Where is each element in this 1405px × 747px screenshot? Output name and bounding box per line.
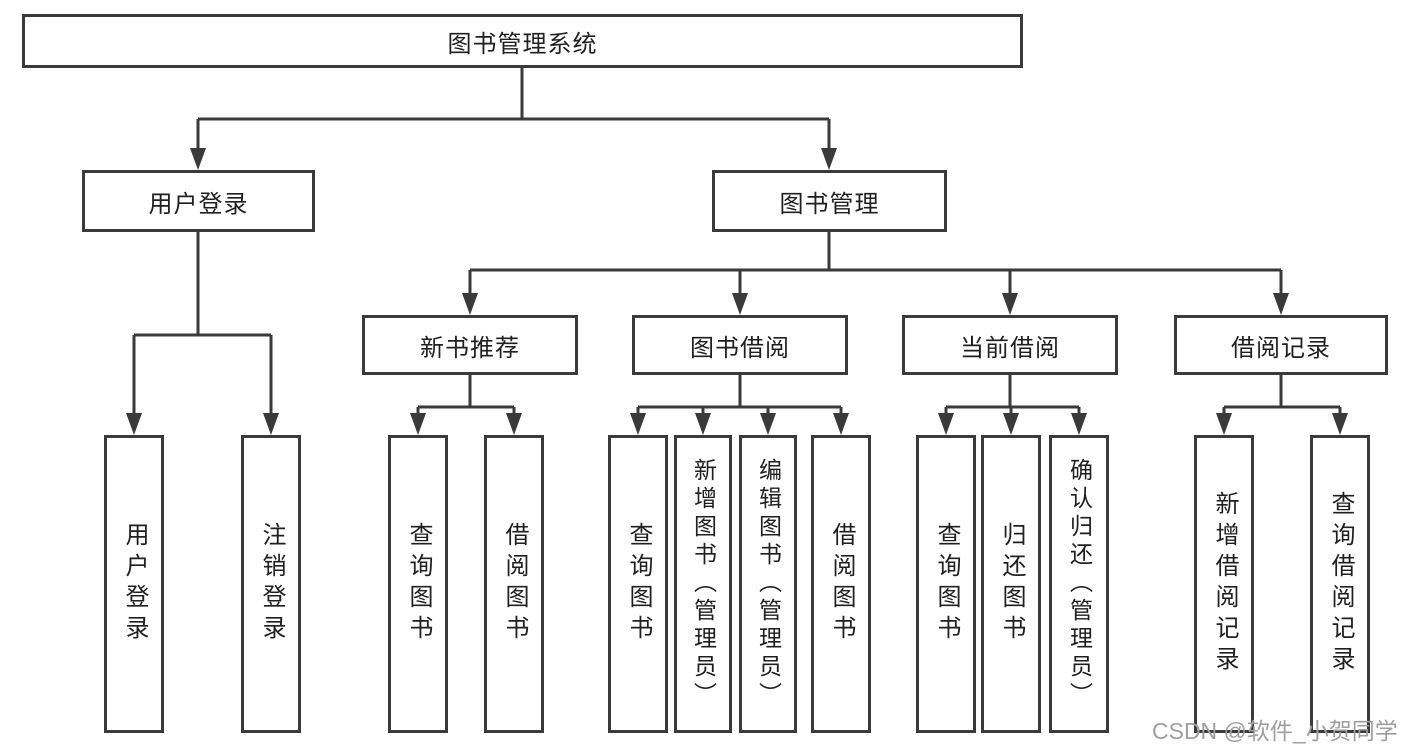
leaf-record-query: 查询借阅记录 bbox=[1310, 435, 1370, 733]
leaf-record-add-label: 新增借阅记录 bbox=[1211, 491, 1238, 677]
node-book-mgmt-branch: 图书管理 bbox=[712, 170, 947, 232]
node-new-book-group-label: 新书推荐 bbox=[420, 334, 520, 362]
node-user-login-branch-label: 用户登录 bbox=[148, 190, 249, 218]
leaf-current-confirm-label: 确认归还（管理员） bbox=[1066, 458, 1093, 710]
leaf-borrow-add-label: 新增图书（管理员） bbox=[690, 458, 717, 710]
leaf-user-login-label: 用户登录 bbox=[121, 522, 148, 646]
node-borrow-record-group-label: 借阅记录 bbox=[1231, 334, 1331, 362]
leaf-current-query: 查询图书 bbox=[916, 435, 976, 733]
leaf-borrow-query-label: 查询图书 bbox=[625, 522, 652, 646]
leaf-borrow-add: 新增图书（管理员） bbox=[674, 435, 732, 733]
node-root-label: 图书管理系统 bbox=[447, 30, 598, 58]
leaf-borrow-query: 查询图书 bbox=[608, 435, 668, 733]
node-current-borrow-group: 当前借阅 bbox=[902, 315, 1118, 375]
node-book-borrow-group-label: 图书借阅 bbox=[690, 334, 790, 362]
leaf-newbook-borrow-label: 借阅图书 bbox=[501, 522, 528, 646]
node-book-mgmt-branch-label: 图书管理 bbox=[779, 190, 880, 218]
leaf-borrow-edit-label: 编辑图书（管理员） bbox=[755, 458, 782, 710]
node-new-book-group: 新书推荐 bbox=[362, 315, 578, 375]
arrow-down-icon bbox=[126, 148, 1348, 435]
node-root: 图书管理系统 bbox=[22, 14, 1023, 68]
leaf-newbook-query: 查询图书 bbox=[388, 435, 448, 733]
node-user-login-branch: 用户登录 bbox=[82, 170, 315, 232]
leaf-borrow-borrow: 借阅图书 bbox=[811, 435, 871, 733]
leaf-newbook-borrow: 借阅图书 bbox=[484, 435, 544, 733]
leaf-borrow-borrow-label: 借阅图书 bbox=[828, 522, 855, 646]
leaf-record-add: 新增借阅记录 bbox=[1194, 435, 1254, 733]
leaf-current-confirm: 确认归还（管理员） bbox=[1049, 435, 1109, 733]
node-borrow-record-group: 借阅记录 bbox=[1174, 315, 1388, 375]
leaf-current-return-label: 归还图书 bbox=[998, 522, 1025, 646]
node-book-borrow-group: 图书借阅 bbox=[632, 315, 848, 375]
leaf-borrow-edit: 编辑图书（管理员） bbox=[739, 435, 797, 733]
leaf-user-login: 用户登录 bbox=[104, 435, 164, 733]
leaf-newbook-query-label: 查询图书 bbox=[405, 522, 432, 646]
node-current-borrow-group-label: 当前借阅 bbox=[960, 334, 1060, 362]
leaf-current-return: 归还图书 bbox=[981, 435, 1041, 733]
leaf-logout: 注销登录 bbox=[241, 435, 301, 733]
leaf-record-query-label: 查询借阅记录 bbox=[1327, 491, 1354, 677]
leaf-current-query-label: 查询图书 bbox=[933, 522, 960, 646]
leaf-logout-label: 注销登录 bbox=[258, 522, 285, 646]
csdn-watermark: CSDN @软件_小贺同学 bbox=[1152, 718, 1398, 744]
